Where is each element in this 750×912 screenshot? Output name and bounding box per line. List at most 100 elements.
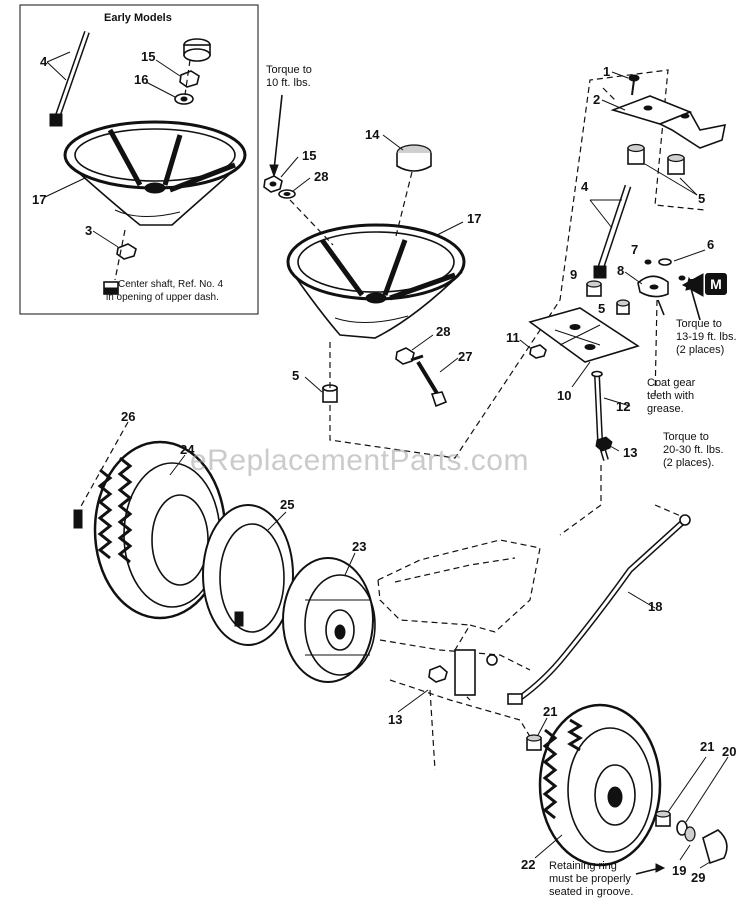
nut-15 xyxy=(263,175,283,193)
note-retaining-ring-line-3: seated in groove. xyxy=(549,886,634,898)
inset-note-line-1: Center shaft, Ref. No. 4 xyxy=(118,279,224,290)
note-torque-13-19-line-3: (2 places) xyxy=(676,344,725,356)
callout-24: 24 xyxy=(180,442,195,457)
note-torque-13-19-line-1: Torque to xyxy=(676,318,722,330)
note-torque-20-30-line-3: (2 places). xyxy=(663,457,715,469)
note-torque-13-19-line-2: 13-19 ft. lbs. xyxy=(676,331,737,343)
callout-2: 2 xyxy=(593,92,601,107)
note-retaining-ring-line-1: Retaining ring xyxy=(549,860,617,872)
bolt-7-b xyxy=(678,275,686,281)
callout-20: 20 xyxy=(722,744,737,759)
center-shaft xyxy=(593,184,632,279)
callout-6: 6 xyxy=(707,237,715,252)
callout-11: 11 xyxy=(506,330,520,345)
nut-11 xyxy=(529,344,547,359)
bushing-5-a xyxy=(627,143,645,165)
callout-7-a: 7 xyxy=(631,242,639,257)
inset-shaft-end xyxy=(103,281,119,295)
retaining-ring-19 xyxy=(684,826,696,842)
callout-12: 12 xyxy=(616,399,631,414)
callout-1: 1 xyxy=(603,64,611,79)
callout-28-bottom: 28 xyxy=(436,324,451,339)
note-retaining-ring-line-2: must be properly xyxy=(549,873,631,885)
note-coat-gear: Coat gear teeth with grease. xyxy=(647,377,695,416)
early-models-inset-frame xyxy=(19,4,259,315)
note-torque-20-30-line-1: Torque to xyxy=(663,431,709,443)
note-torque-13-19: Torque to 13-19 ft. lbs. (2 places) xyxy=(676,318,737,357)
bushing-21-right xyxy=(655,810,671,827)
steering-wheel xyxy=(286,223,466,339)
inset-steering-wheel xyxy=(63,120,247,226)
callout-13-upper: 13 xyxy=(623,445,638,460)
callout-27: 27 xyxy=(458,349,473,364)
bushing-9 xyxy=(586,280,602,297)
callout-7-b: 7 xyxy=(688,276,696,291)
inset-washer-16 xyxy=(174,93,194,105)
note-torque-20-30-line-2: 20-30 ft. lbs. xyxy=(663,444,724,456)
callout-19: 19 xyxy=(672,863,687,878)
callout-28-top: 28 xyxy=(314,169,329,184)
watermark: eReplacementParts.com xyxy=(190,444,529,477)
callout-26: 26 xyxy=(121,409,136,424)
callout-21-left: 21 xyxy=(543,704,558,719)
nut-5-right xyxy=(616,299,630,315)
inset-nut-3 xyxy=(116,243,137,260)
inset-cap xyxy=(183,38,211,62)
drag-link xyxy=(507,514,691,705)
callout-5-left: 5 xyxy=(292,368,300,383)
callout-17-inset: 17 xyxy=(32,192,47,207)
bolt-27 xyxy=(410,354,448,408)
note-torque-10-line-1: Torque to xyxy=(266,64,312,76)
bracket-2 xyxy=(610,95,727,149)
callout-13-lower: 13 xyxy=(388,712,403,727)
washer-6 xyxy=(658,258,672,266)
bolt-7-a xyxy=(644,259,652,265)
bushing-21-left xyxy=(526,734,542,751)
note-torque-20-30: Torque to 20-30 ft. lbs. (2 places). xyxy=(663,431,724,470)
callout-22: 22 xyxy=(521,857,536,872)
callout-5-top: 5 xyxy=(698,191,706,206)
bolt-1 xyxy=(628,74,640,96)
inset-title: Early Models xyxy=(104,12,172,24)
nut-13-lower xyxy=(428,665,448,683)
note-torque-10: Torque to 10 ft. lbs. xyxy=(266,64,312,90)
callout-15-inset: 15 xyxy=(141,49,156,64)
callout-4-inset: 4 xyxy=(40,54,48,69)
callout-3: 3 xyxy=(85,223,93,238)
callout-17: 17 xyxy=(467,211,482,226)
callout-23: 23 xyxy=(352,539,367,554)
note-coat-gear-line-1: Coat gear xyxy=(647,377,696,389)
inset-center-shaft xyxy=(49,31,90,127)
callout-25: 25 xyxy=(280,497,295,512)
callout-21-right: 21 xyxy=(700,739,715,754)
inset-nut-15 xyxy=(179,70,200,88)
cap-14 xyxy=(396,144,432,172)
callout-14: 14 xyxy=(365,127,380,142)
note-coat-gear-line-2: teeth with xyxy=(647,390,695,402)
note-torque-10-line-2: 10 ft. lbs. xyxy=(266,77,311,89)
callout-29: 29 xyxy=(691,870,706,885)
hub-cap-29 xyxy=(702,829,728,865)
valve-stem xyxy=(73,509,83,529)
callout-16: 16 xyxy=(134,72,149,87)
callout-18: 18 xyxy=(648,599,663,614)
callout-8: 8 xyxy=(617,263,625,278)
bushing-5-b xyxy=(667,153,685,175)
inset-note: Center shaft, Ref. No. 4 in opening of u… xyxy=(106,278,223,304)
front-rim-left xyxy=(282,557,376,683)
callout-5-right: 5 xyxy=(598,301,606,316)
section-m-badge: M xyxy=(705,273,727,295)
washer-28-bottom xyxy=(395,347,415,365)
callout-10: 10 xyxy=(557,388,572,403)
inset-note-line-2: in opening of upper dash. xyxy=(106,292,219,303)
callout-15: 15 xyxy=(302,148,317,163)
note-retaining-ring: Retaining ring must be properly seated i… xyxy=(549,860,633,899)
note-coat-gear-line-3: grease. xyxy=(647,403,684,415)
washer-28-top xyxy=(278,189,296,199)
inner-tube xyxy=(202,504,294,646)
front-tire-right xyxy=(538,703,662,867)
gear-8 xyxy=(637,275,669,298)
front-axle-frame xyxy=(377,539,541,771)
mounting-plate xyxy=(528,307,640,363)
